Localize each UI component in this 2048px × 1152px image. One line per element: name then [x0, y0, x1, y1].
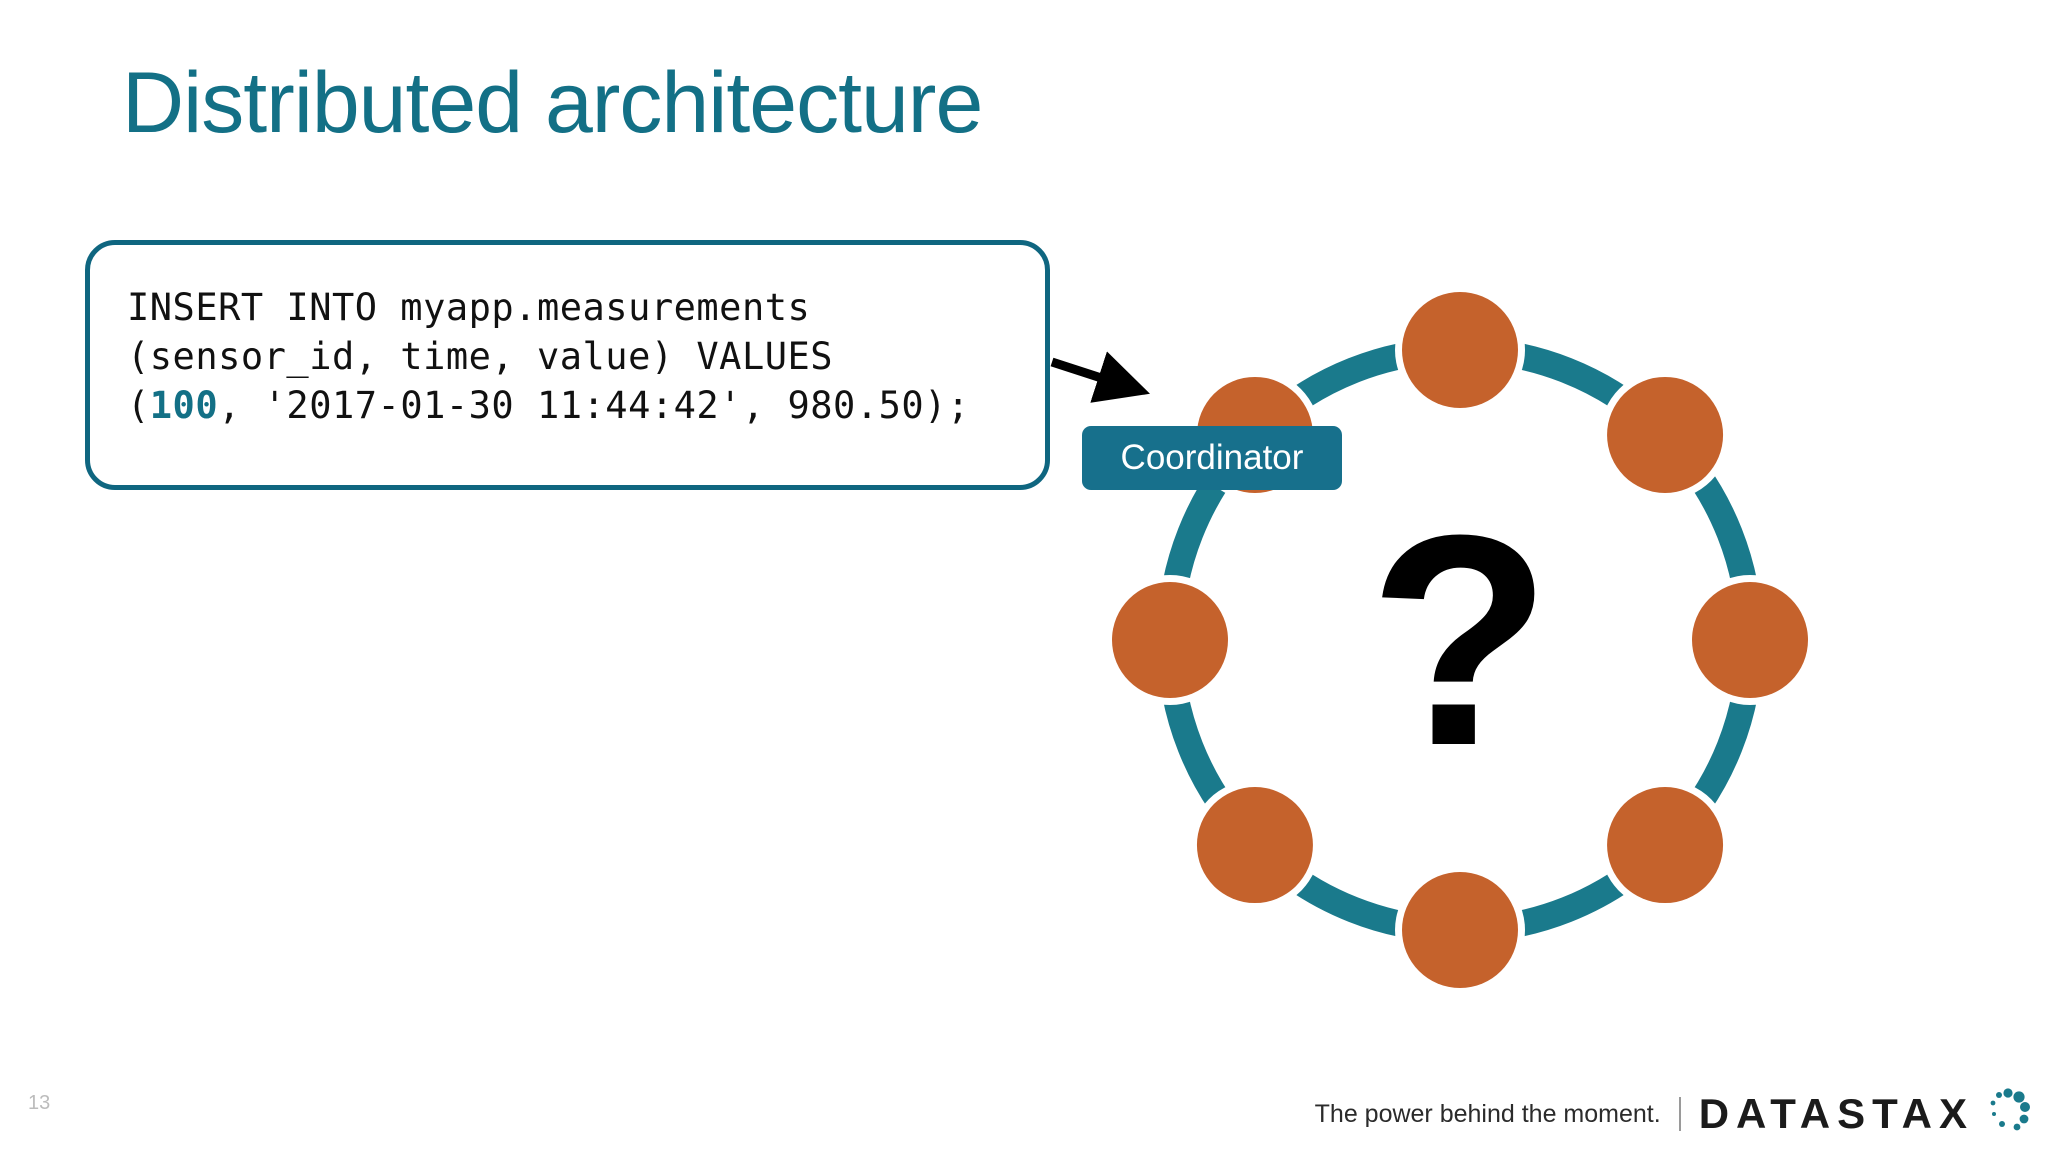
logo-wordmark: DATASTAX [1698, 1090, 1974, 1137]
ring-nodes [1105, 285, 1815, 995]
ring-node-3[interactable] [1607, 787, 1724, 904]
coordinator-label-badge: Coordinator [1082, 426, 1342, 490]
code-callout-box: INSERT INTO myapp.measurements (sensor_i… [85, 240, 1050, 490]
ring-node-4[interactable] [1402, 872, 1518, 988]
code-text-segment: ( [127, 384, 150, 427]
code-text-segment: INSERT INTO myapp.measurements [127, 286, 811, 329]
code-text-segment: , '2017-01-30 11:44:42', 980.50); [218, 384, 970, 427]
ring-node-1[interactable] [1607, 376, 1724, 493]
ring-node-0[interactable] [1402, 292, 1518, 408]
code-highlight-value: 100 [149, 384, 219, 427]
ring-node-6[interactable] [1112, 582, 1228, 698]
logo-divider [1678, 1097, 1681, 1131]
ring-node-2[interactable] [1692, 582, 1808, 698]
coordinator-label-text: Coordinator [1120, 438, 1304, 477]
page-number: 13 [28, 1092, 51, 1114]
datastax-dots-icon [1990, 1088, 2030, 1131]
token-ring-diagram: ? [1060, 230, 1860, 1050]
datastax-logo: The power behind the moment. DATASTAX [1315, 1084, 2034, 1144]
code-snippet: INSERT INTO myapp.measurements (sensor_i… [127, 283, 970, 430]
ring-node-5[interactable] [1196, 787, 1313, 904]
arrow-right-icon [1050, 351, 1150, 403]
code-text-segment: (sensor_id, time, value) VALUES [127, 335, 834, 378]
logo-tagline: The power behind the moment. [1314, 1099, 1661, 1128]
page-title: Distributed architecture [122, 55, 983, 151]
